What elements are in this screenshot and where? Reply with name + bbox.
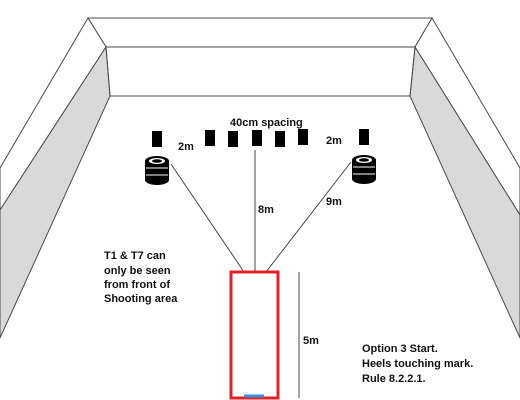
note-start-line: Rule 8.2.2.1. xyxy=(362,373,426,385)
label-dist-right: 2m xyxy=(326,135,342,147)
target-t3 xyxy=(228,131,238,147)
label-dist-left: 2m xyxy=(178,141,194,153)
target-t6 xyxy=(298,129,308,145)
shooting-box xyxy=(229,270,280,400)
sightline-left xyxy=(170,163,245,273)
note-t1-t7-line: T1 & T7 can xyxy=(104,250,166,262)
barrel-right xyxy=(352,155,376,184)
target-t4 xyxy=(252,130,262,146)
label-dist-box: 5m xyxy=(303,335,319,347)
note-t1-t7-line: from front of xyxy=(104,279,170,291)
label-dist-center: 8m xyxy=(258,204,274,216)
target-t5 xyxy=(275,131,285,147)
barrel-left xyxy=(145,156,169,185)
note-start-line: Heels touching mark. xyxy=(362,358,473,370)
note-t1-t7-line: Shooting area xyxy=(104,293,178,305)
note-t1-t7-line: only be seen xyxy=(104,265,171,277)
note-start: Option 3 Start. Heels touching mark. Rul… xyxy=(362,343,473,385)
wall-right-top xyxy=(414,17,520,216)
target-t2 xyxy=(205,130,215,146)
sightline-right xyxy=(265,161,352,273)
wall-back-top xyxy=(87,17,433,48)
note-t1-t7: T1 & T7 can only be seen from front of S… xyxy=(104,250,178,305)
wall-back-top-edge xyxy=(105,46,111,97)
wall-back-top-edge-right xyxy=(409,46,416,97)
target-t1 xyxy=(152,131,162,147)
label-dist-diag: 9m xyxy=(326,196,342,208)
wall-left-top xyxy=(0,17,107,211)
note-start-line: Option 3 Start. xyxy=(362,343,438,355)
label-spacing: 40cm spacing xyxy=(230,117,303,129)
target-t7 xyxy=(359,129,369,145)
